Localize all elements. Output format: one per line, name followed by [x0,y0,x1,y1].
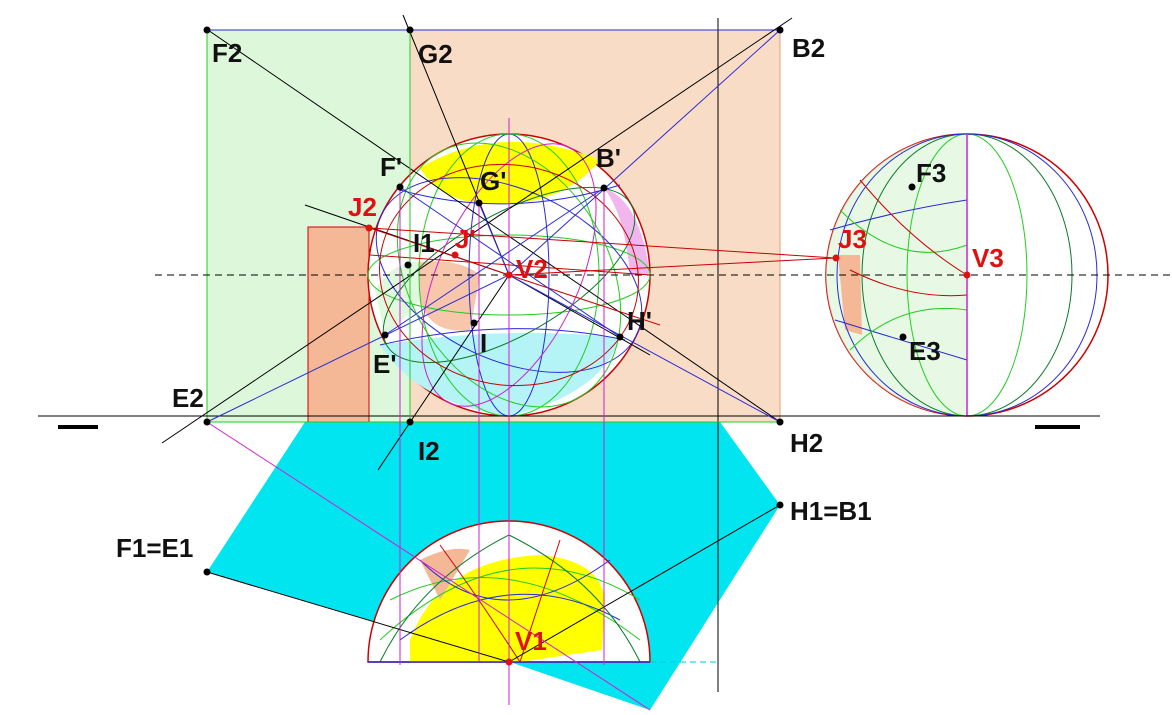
label-H2: H2 [790,428,823,458]
point-J-prime [451,251,459,259]
side-sphere-green-half [826,134,967,416]
point-I [470,319,478,327]
label-B2: B2 [792,33,825,63]
front-sphere-green-zone [375,261,420,335]
label-V2: V2 [516,254,548,284]
construction-lines [38,14,1172,711]
label-J2: J2 [348,192,377,222]
point-I2 [406,418,414,426]
label-F-prime: F' [380,152,402,182]
point-V1 [505,658,513,666]
point-B2 [776,26,784,34]
point-H-prime [616,333,624,341]
label-E3: E3 [909,336,941,366]
point-H2 [776,418,784,426]
label-F3: F3 [916,158,946,188]
label-V1: V1 [515,626,547,656]
front-sphere-cyan-zone [380,332,620,416]
point-F3 [908,183,916,191]
label-J-prime: J' [455,224,476,254]
label-G2: G2 [418,39,453,69]
point-F-prime [396,183,404,191]
point-G2 [406,26,414,34]
label-B-prime: B' [596,143,621,173]
point-E3 [899,333,907,341]
point-I1 [404,261,412,269]
point-F2 [203,26,211,34]
label-I2: I2 [418,436,440,466]
point-F1E1 [203,568,211,576]
label-J3: J3 [838,224,867,254]
label-I: I [480,328,487,358]
point-J3 [832,254,840,262]
label-H1B1: H1=B1 [790,496,872,526]
top-half-sphere-salmon [420,548,470,600]
label-E2: E2 [172,383,204,413]
label-F1E1: F1=E1 [116,533,193,563]
point-B-prime [600,184,608,192]
point-V2 [505,271,513,279]
label-F2: F2 [212,38,242,68]
point-H1B1 [776,501,784,509]
label-H-prime: H' [627,306,652,336]
label-E-prime: E' [373,349,397,379]
point-G-prime [475,199,483,207]
label-V3: V3 [972,243,1004,273]
front-sphere-yellow-cap [420,141,600,204]
top-half-sphere-yellow [410,555,605,662]
point-E-prime [381,331,389,339]
points [203,26,971,666]
point-J2 [365,224,373,232]
point-V3 [963,271,971,279]
labels: F2 G2 B2 E2 H2 I2 F' G' B' H' E' I1 I J2… [116,33,1004,656]
label-I1: I1 [413,228,435,258]
front-sphere-pink-zone [604,188,650,275]
label-G-prime: G' [480,166,506,196]
point-E2 [203,418,211,426]
